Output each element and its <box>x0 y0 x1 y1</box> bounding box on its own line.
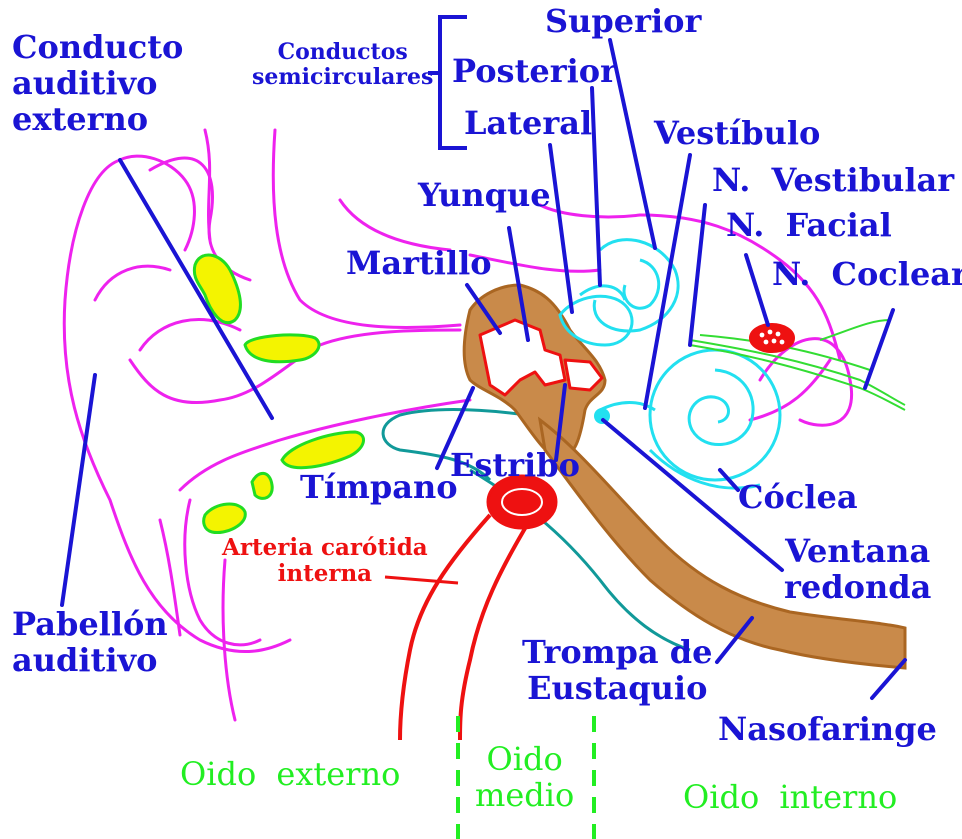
label-ventana-redonda: Ventana redonda <box>784 534 931 606</box>
label-n-facial: N. Facial <box>726 208 892 244</box>
label-timpano: Tímpano <box>300 470 458 506</box>
label-estribo: Estribo <box>450 448 580 484</box>
label-coclea: Cóclea <box>738 480 858 516</box>
region-oido-medio: Oido medio <box>475 742 574 814</box>
label-nasofaringe: Nasofaringe <box>718 712 937 748</box>
label-arteria-carotida-interna: Arteria carótida interna <box>222 535 428 587</box>
label-n-coclear: N. Coclear <box>772 257 962 293</box>
region-oido-externo: Oido externo <box>180 757 400 793</box>
label-n-vestibular: N. Vestibular <box>712 163 954 199</box>
facial-nerve-section <box>750 324 794 352</box>
label-conductos-semicirculares: Conductos semicirculares <box>252 40 433 89</box>
label-trompa-de-eustaquio: Trompa de Eustaquio <box>522 635 713 707</box>
label-superior: Superior <box>545 4 701 40</box>
label-vestibulo: Vestíbulo <box>654 116 820 152</box>
label-martillo: Martillo <box>346 246 492 282</box>
label-yunque: Yunque <box>418 178 551 214</box>
region-oido-interno: Oido interno <box>683 780 897 816</box>
label-posterior: Posterior <box>452 54 617 90</box>
label-conducto-auditivo-externo: Conducto auditivo externo <box>12 30 183 137</box>
label-pabellon-auditivo: Pabellón auditivo <box>12 607 168 679</box>
label-lateral: Lateral <box>464 106 592 142</box>
